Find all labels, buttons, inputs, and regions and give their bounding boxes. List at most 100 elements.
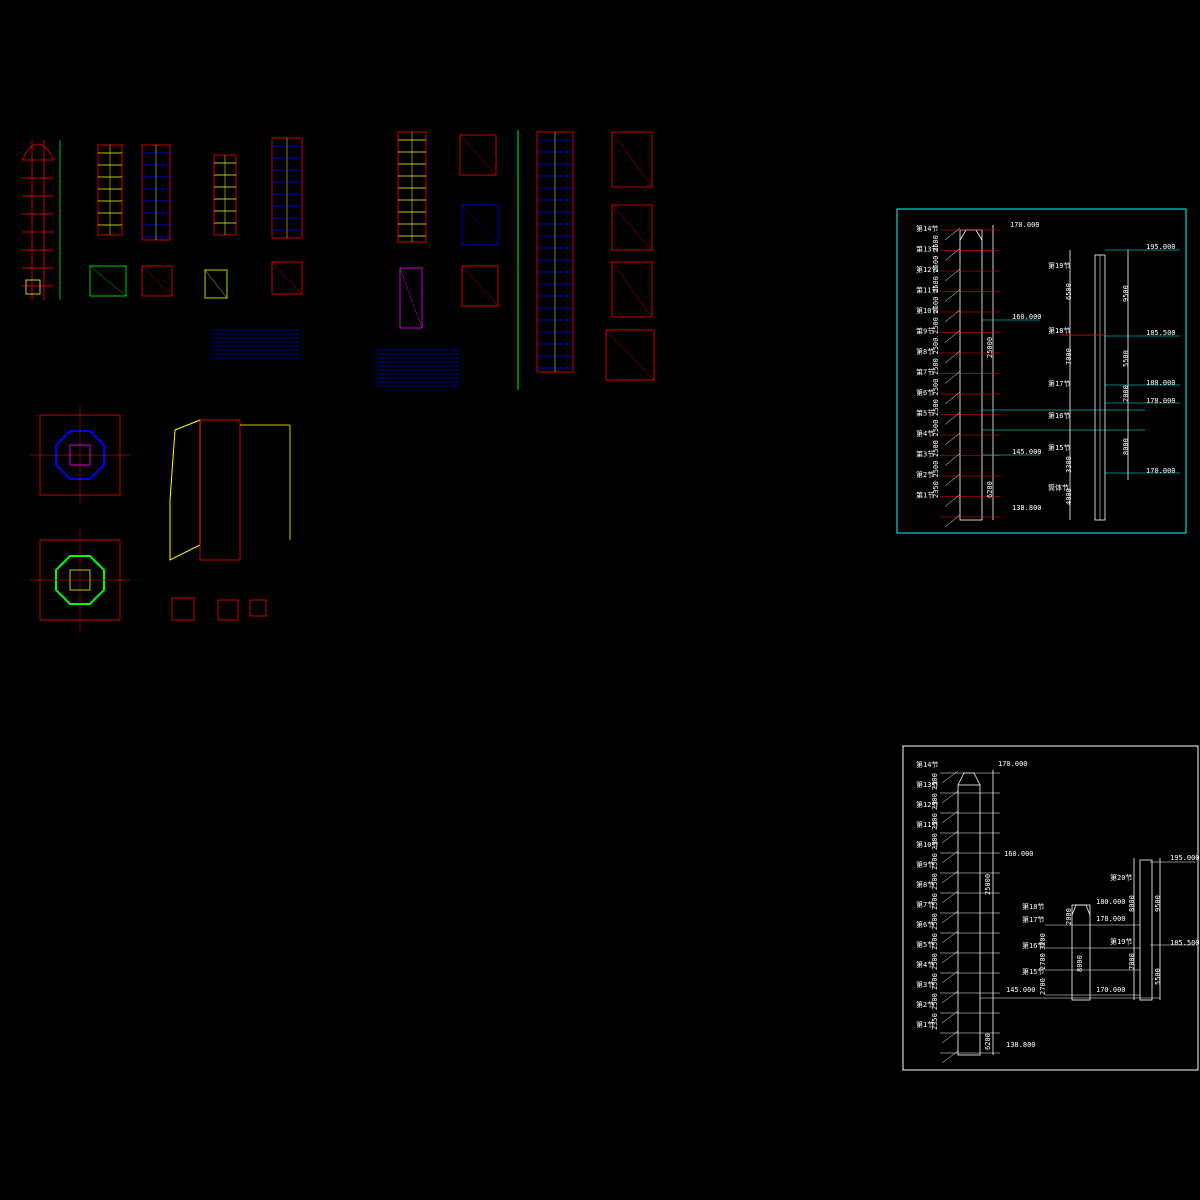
base-block: [25, 279, 41, 295]
p2-elev-mid-c: 170.000: [1096, 986, 1126, 994]
p2-level-label: 第8节: [916, 880, 934, 889]
p1-leader: [944, 391, 961, 405]
section-wall: [199, 419, 241, 561]
p2-right-tower: [1139, 859, 1153, 1001]
panel-1-frame: [896, 208, 1187, 534]
p1-level-dim: 2350: [932, 481, 940, 498]
plan-octagon-0: [55, 430, 105, 480]
panel-2-level-labels: 第14节第13节第12节第11节第10节第9节第8节第7节第6节第5节第4节第3…: [916, 760, 939, 1030]
p1-leader: [944, 412, 961, 425]
p1-level-dim: 2500: [932, 317, 940, 334]
p1-level-label: 第1节: [916, 491, 934, 500]
p1-elev-mid-right-b: 178.000: [1146, 397, 1176, 405]
p1-level-label: 第2节: [916, 470, 934, 479]
p2-level-label: 第14节: [916, 760, 938, 769]
p2-right-label: 第20节: [1110, 873, 1132, 882]
p1-right-level-label: 第17节: [1048, 379, 1070, 388]
section-box-0: [89, 265, 127, 297]
p2-leader: [941, 790, 959, 804]
p2-level-label: 第13节: [916, 780, 938, 789]
panel-2-frame: [902, 745, 1199, 1071]
p1-dim-right-a: 9500: [1122, 285, 1130, 302]
p1-leader: [944, 432, 961, 446]
p2-elev-top-right: 195.000: [1170, 854, 1200, 862]
p1-right-level-label: 第18节: [1048, 326, 1070, 335]
section-box-2: [204, 269, 228, 299]
panel-1-level-labels: 第14节第13节第12节第11节第10节第9节第8节第7节第6节第5节第4节第3…: [916, 224, 940, 500]
section-outline: [169, 419, 201, 561]
p1-dim-right-h: 4000: [1065, 488, 1073, 505]
p1-right-level-label: 第19节: [1048, 261, 1070, 270]
p1-level-dim: 2500: [932, 461, 940, 478]
p1-level-label: 第13节: [916, 245, 938, 254]
section-box-10: [611, 261, 653, 318]
p2-level-dim: 2500: [931, 993, 939, 1010]
p1-level-dim: 2500: [932, 379, 940, 396]
section-diag: [141, 265, 173, 297]
p2-elev-base-left: 138.800: [1006, 1041, 1036, 1049]
p2-dim-right-d: 5500: [1154, 968, 1162, 985]
panel-2-body: [940, 770, 1195, 1064]
p2-leader: [941, 970, 959, 984]
section-box-1: [141, 265, 173, 297]
p2-level-dim: 2500: [931, 913, 939, 930]
p1-dim-right-e: 6500: [1065, 283, 1073, 300]
p1-level-dim: 2500: [932, 358, 940, 375]
p1-level-dim: 2500: [932, 440, 940, 457]
section-diag: [605, 329, 655, 381]
p2-leader: [941, 1010, 959, 1024]
panel-1-body: [940, 225, 1180, 528]
p1-leader: [944, 227, 961, 241]
p1-leader: [944, 514, 961, 528]
section-diag: [461, 204, 499, 246]
small-detail: [171, 597, 195, 621]
section-box-4: [459, 134, 497, 176]
p2-elev-mid-a: 180.000: [1096, 898, 1126, 906]
p1-dim-right-g: 3300: [1065, 456, 1073, 473]
p1-level-dim: 2500: [932, 297, 940, 314]
p1-level-label: 第7节: [916, 368, 934, 377]
p2-level-dim: 2500: [931, 933, 939, 950]
p1-leader: [944, 494, 961, 507]
p2-level-label: 第2节: [916, 1000, 934, 1009]
p1-dim-left-base: 6200: [986, 481, 994, 498]
section-diag: [461, 265, 499, 307]
section-diag: [89, 265, 127, 297]
p2-leader: [941, 810, 959, 824]
p2-level-label: 第11节: [916, 820, 938, 829]
section-box-9: [611, 204, 653, 251]
p1-dim-right-b: 5500: [1122, 350, 1130, 367]
p1-level-dim: 2500: [932, 256, 940, 273]
p1-leader: [944, 371, 961, 384]
p2-level-dim: 2350: [931, 1013, 939, 1030]
p1-leader: [944, 350, 961, 364]
p2-leader: [941, 770, 959, 784]
p2-level-dim: 2500: [931, 773, 939, 790]
p1-leader: [944, 473, 961, 487]
section-diag: [611, 261, 653, 318]
p1-elev-lower-left: 145.000: [1012, 448, 1042, 456]
p1-dim-right-f: 7000: [1065, 348, 1073, 365]
p1-elev-top-left: 170.000: [1010, 221, 1040, 229]
section-box-5: [461, 204, 499, 246]
p1-level-dim: 2500: [932, 420, 940, 437]
p2-leader: [941, 930, 959, 944]
p1-leader: [944, 248, 961, 261]
p2-elev-top-left: 170.000: [998, 760, 1028, 768]
p1-level-dim: 2500: [932, 235, 940, 252]
p2-leader: [941, 990, 959, 1004]
section-box-8: [611, 131, 653, 188]
p1-dim-right-d: 8000: [1122, 438, 1130, 455]
p2-dim-mid-c: 2700: [1039, 953, 1047, 970]
p1-level-label: 第9节: [916, 327, 934, 336]
p2-level-label: 第9节: [916, 860, 934, 869]
p2-level-dim: 2500: [931, 873, 939, 890]
p2-left-tower: [957, 784, 981, 1056]
p2-dim-right-c: 7000: [1128, 953, 1136, 970]
dome-outline: [21, 143, 55, 161]
p2-dim-mid-d: 2700: [1039, 978, 1047, 995]
plan-octagon-1: [55, 555, 105, 605]
p1-level-label: 第14节: [916, 224, 938, 233]
